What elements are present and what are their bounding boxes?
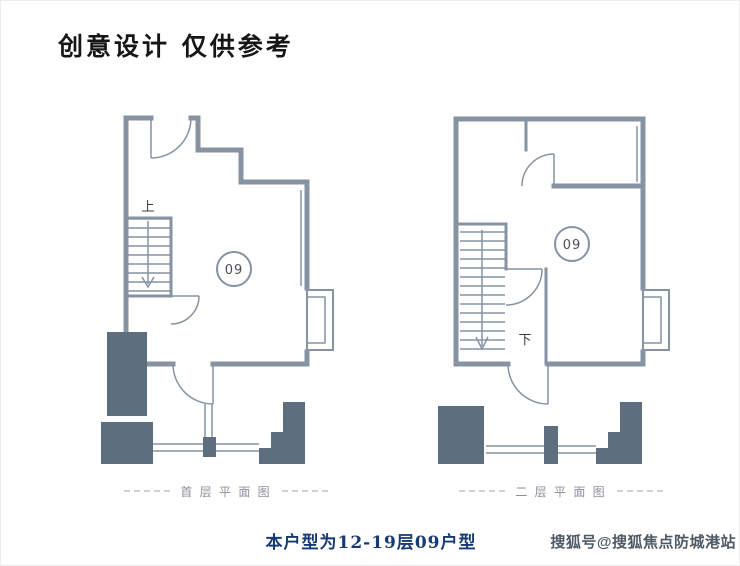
- unit-number: 09: [225, 263, 244, 278]
- upper-door-arc: [521, 153, 555, 187]
- stair-direction-label: 下: [518, 333, 531, 348]
- page-title: 创意设计 仅供参考: [58, 32, 294, 61]
- first-floor-caption: 首 层 平 面 图: [101, 482, 351, 500]
- outer-walls: [123, 115, 310, 367]
- stairs: [124, 216, 173, 298]
- caption-text: 首 层 平 面 图: [180, 484, 272, 499]
- entry-door-arc: [150, 117, 192, 159]
- stair-direction-label: 上: [141, 200, 154, 215]
- unit-number-badge: 09: [554, 226, 590, 262]
- second-floor-plan: 下 09: [438, 116, 670, 464]
- interior-door-arc: [505, 267, 548, 366]
- window-bay: [636, 126, 670, 351]
- bottom-door-arc: [172, 363, 214, 442]
- unit-number: 09: [563, 238, 582, 253]
- caption-dash-left: [459, 490, 506, 492]
- unit-number-badge: 09: [216, 251, 252, 287]
- unit-type-note: 本户型为12-19层09户型: [265, 533, 477, 553]
- stairs: [456, 222, 508, 351]
- second-floor-caption: 二 层 平 面 图: [436, 482, 686, 500]
- outer-walls: [453, 116, 646, 367]
- bottom-door-arc: [507, 363, 549, 405]
- watermark-text: 搜狐号@搜狐焦点防城港站: [550, 534, 736, 551]
- caption-dash-left: [124, 490, 171, 492]
- structural-columns: [101, 332, 305, 464]
- caption-dash-right: [281, 490, 328, 492]
- first-floor-plan: 上 09: [101, 115, 334, 464]
- interior-door-arc: [170, 295, 200, 325]
- caption-text: 二 层 平 面 图: [515, 484, 607, 499]
- bottom-window-lines: [486, 445, 596, 454]
- caption-dash-right: [616, 490, 663, 492]
- window-bay: [300, 190, 334, 351]
- structural-columns: [438, 402, 642, 464]
